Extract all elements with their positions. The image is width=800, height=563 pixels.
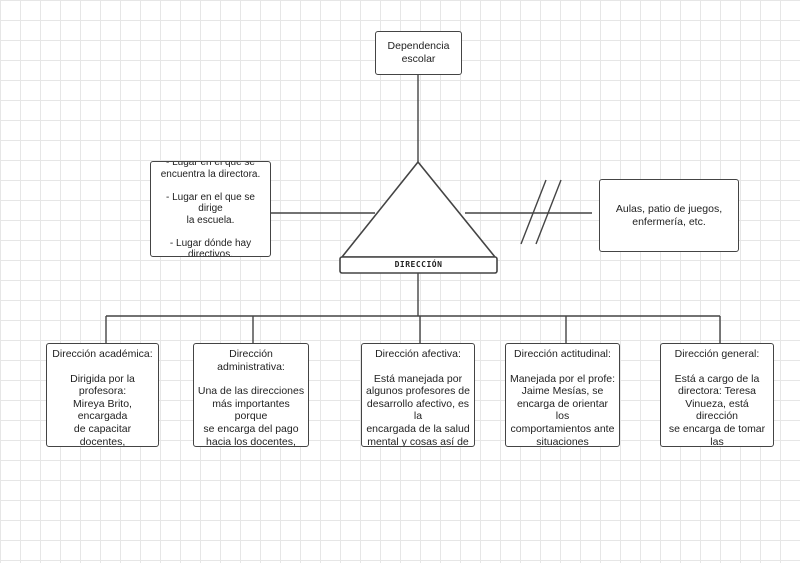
break-mark-2 bbox=[535, 179, 562, 245]
node-dependencia-escolar[interactable]: Dependencia escolar bbox=[375, 31, 462, 75]
node-direccion-administrativa[interactable]: Dirección administrativa: Una de las dir… bbox=[193, 343, 309, 447]
node-direccion-general[interactable]: Dirección general: Está a cargo de la di… bbox=[660, 343, 774, 447]
node-direccion-actitudinal-body: Manejada por el profe: Jaime Mesías, se … bbox=[509, 372, 616, 447]
node-direccion-afectiva-body: Está manejada por algunos profesores de … bbox=[366, 372, 470, 447]
break-mark-1 bbox=[520, 179, 547, 245]
node-direccion-academica[interactable]: Dirección académica: Dirigida por la pro… bbox=[46, 343, 159, 447]
node-dependencia-escolar-text: Dependencia escolar bbox=[387, 40, 450, 65]
node-direccion-academica-body: Dirigida por la profesora: Mireya Brito,… bbox=[70, 372, 135, 447]
node-direccion-afectiva[interactable]: Dirección afectiva: Está manejada por al… bbox=[361, 343, 475, 447]
direccion-triangle[interactable] bbox=[341, 161, 496, 258]
direccion-label: DIRECCIÓN bbox=[394, 260, 443, 269]
node-direccion-general-body: Está a cargo de la directora: Teresa Vin… bbox=[668, 372, 766, 447]
node-direccion-general-title: Dirección general: bbox=[674, 348, 760, 360]
node-aulas[interactable]: Aulas, patio de juegos, enfermería, etc. bbox=[599, 179, 739, 252]
node-aulas-text: Aulas, patio de juegos, enfermería, etc. bbox=[615, 202, 723, 228]
node-direccion-administrativa-body: Una de las direcciones más importantes p… bbox=[197, 385, 305, 447]
node-direccion-academica-title: Dirección académica: bbox=[52, 348, 153, 360]
node-direccion-afectiva-title: Dirección afectiva: bbox=[375, 348, 461, 360]
node-direccion-administrativa-title: Dirección administrativa: bbox=[217, 348, 285, 373]
direccion-label-bar bbox=[339, 256, 498, 274]
node-lugar-descripcion[interactable]: - Lugar en el que se encuentra la direct… bbox=[150, 161, 271, 257]
node-lugar-descripcion-text: - Lugar en el que se encuentra la direct… bbox=[160, 161, 261, 257]
node-direccion-actitudinal-title: Dirección actitudinal: bbox=[514, 348, 611, 360]
node-direccion-actitudinal[interactable]: Dirección actitudinal: Manejada por el p… bbox=[505, 343, 620, 447]
